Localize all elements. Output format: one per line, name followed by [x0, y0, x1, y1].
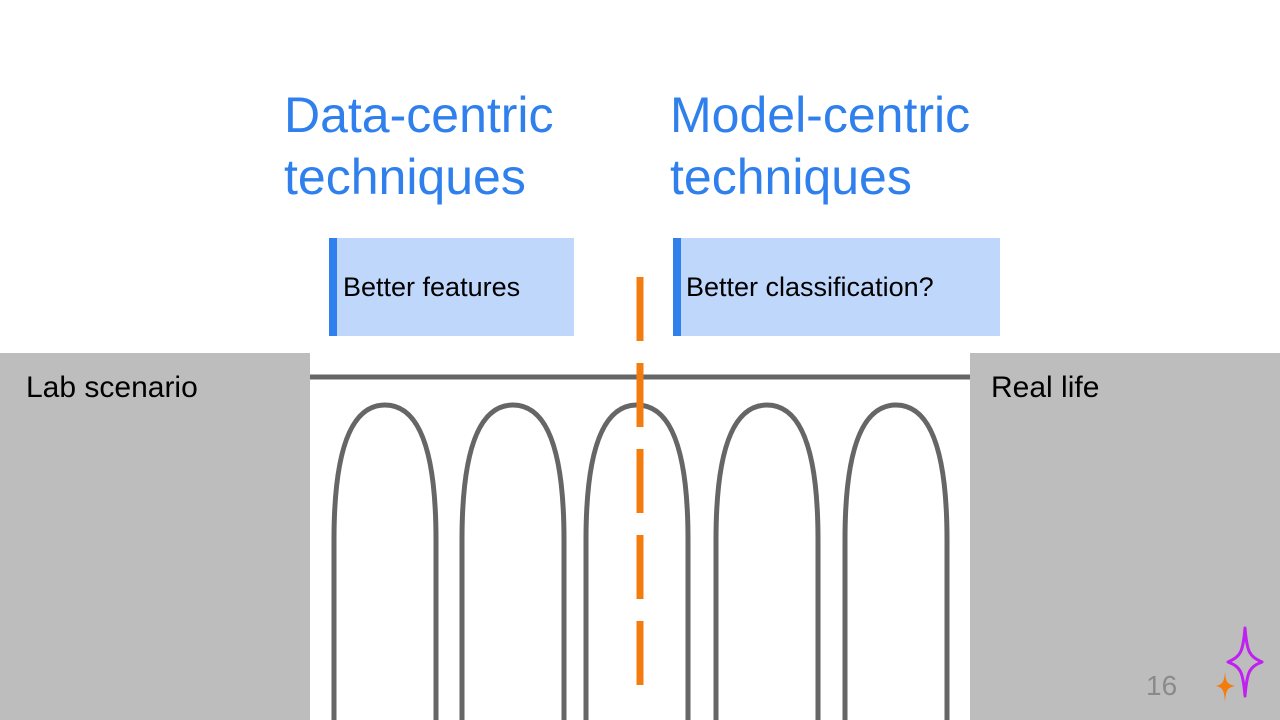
panel-lab-scenario: Lab scenario [0, 353, 310, 720]
callout-better-features: Better features [329, 238, 574, 336]
bridge-arch [459, 402, 567, 720]
callout-better-classification-label: Better classification? [686, 271, 934, 302]
page-number: 16 [1146, 670, 1178, 701]
heading-data-centric: Data-centric techniques [284, 87, 554, 205]
panel-real-life-label: Real life [991, 371, 1100, 404]
panel-lab-scenario-label: Lab scenario [26, 371, 198, 404]
heading-model-centric: Model-centric techniques [670, 87, 971, 205]
panel-real-life: Real life [970, 353, 1280, 720]
bridge-arch [842, 402, 950, 720]
callout-better-features-label: Better features [343, 271, 521, 302]
callout-better-classification: Better classification? [673, 238, 1000, 336]
bridge-arch [331, 402, 439, 720]
sparkle-star-icon [1216, 626, 1264, 702]
bridge-arch [713, 402, 821, 720]
